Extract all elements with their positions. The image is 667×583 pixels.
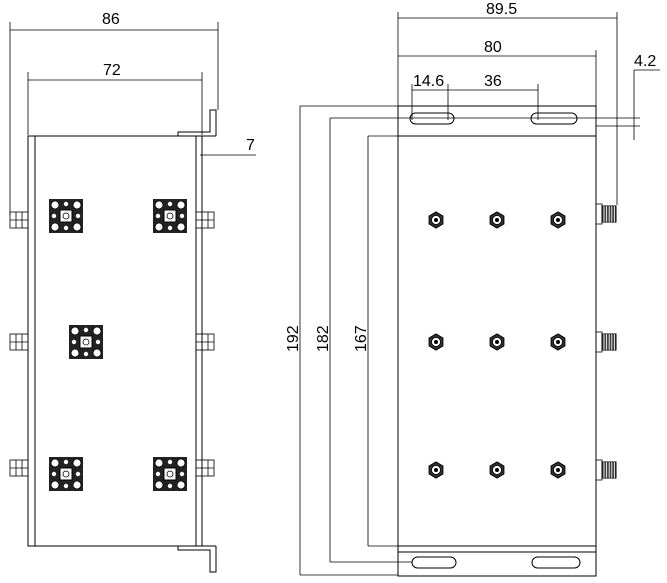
left-side-studs	[9, 211, 215, 477]
dim-overall-height: 192	[285, 106, 398, 576]
hex-nut-icon	[489, 461, 505, 479]
dim-right-body: 80	[398, 39, 597, 106]
side-stud-icon	[195, 211, 215, 229]
hex-nut-icon	[428, 461, 444, 479]
left-connectors	[49, 199, 187, 491]
hex-nut-icon	[550, 333, 566, 351]
hex-nut-icon	[550, 211, 566, 229]
tuning-screws	[428, 211, 566, 479]
side-stud-icon	[195, 459, 215, 477]
dim-left-overall: 86	[9, 11, 219, 215]
hex-nut-icon	[489, 333, 505, 351]
hex-nut-icon	[428, 333, 444, 351]
dim-slot-height: 182	[315, 118, 412, 563]
dim-body-height: 167	[353, 136, 398, 547]
sma-connector-icon	[49, 457, 83, 491]
dim-label-72: 72	[103, 62, 121, 79]
sma-connector-icon	[49, 199, 83, 233]
threaded-port-icon	[595, 459, 617, 481]
dim-label-80: 80	[484, 39, 502, 56]
dim-label-4-2: 4.2	[634, 53, 656, 70]
dim-label-192: 192	[285, 325, 302, 352]
dim-flange: 7	[200, 137, 256, 156]
side-stud-icon	[9, 459, 29, 477]
side-stud-icon	[9, 333, 29, 351]
mounting-slot-bottom-left	[411, 556, 457, 569]
dim-label-14-6: 14.6	[413, 73, 444, 90]
dim-label-167: 167	[353, 325, 370, 352]
dim-label-89-5: 89.5	[486, 1, 517, 18]
side-stud-icon	[195, 333, 215, 351]
mounting-slot-top-left	[409, 112, 455, 125]
side-stud-icon	[9, 211, 29, 229]
right-view: 89.5 80 14.6 36 4.2	[285, 1, 660, 577]
sma-connector-icon	[153, 199, 187, 233]
dim-left-inner: 72	[27, 62, 203, 135]
left-view: 86 72 7	[9, 11, 256, 573]
dim-slot-offset: 4.2	[633, 53, 660, 140]
side-ports	[595, 203, 617, 481]
dim-label-7: 7	[246, 137, 255, 154]
mounting-slot-top-right	[530, 112, 578, 125]
dim-label-36: 36	[484, 73, 502, 90]
threaded-port-icon	[595, 331, 617, 353]
dim-label-86: 86	[102, 11, 120, 28]
sma-connector-icon	[69, 325, 103, 359]
hex-nut-icon	[489, 211, 505, 229]
sma-connector-icon	[153, 457, 187, 491]
dim-label-182: 182	[315, 325, 332, 352]
mounting-slot-bottom-right	[531, 556, 581, 569]
left-body	[27, 109, 217, 573]
dim-right-overall: 89.5	[397, 1, 618, 205]
threaded-port-icon	[595, 203, 617, 225]
hex-nut-icon	[550, 461, 566, 479]
dim-slot-spacing: 36	[448, 73, 539, 120]
hex-nut-icon	[428, 211, 444, 229]
